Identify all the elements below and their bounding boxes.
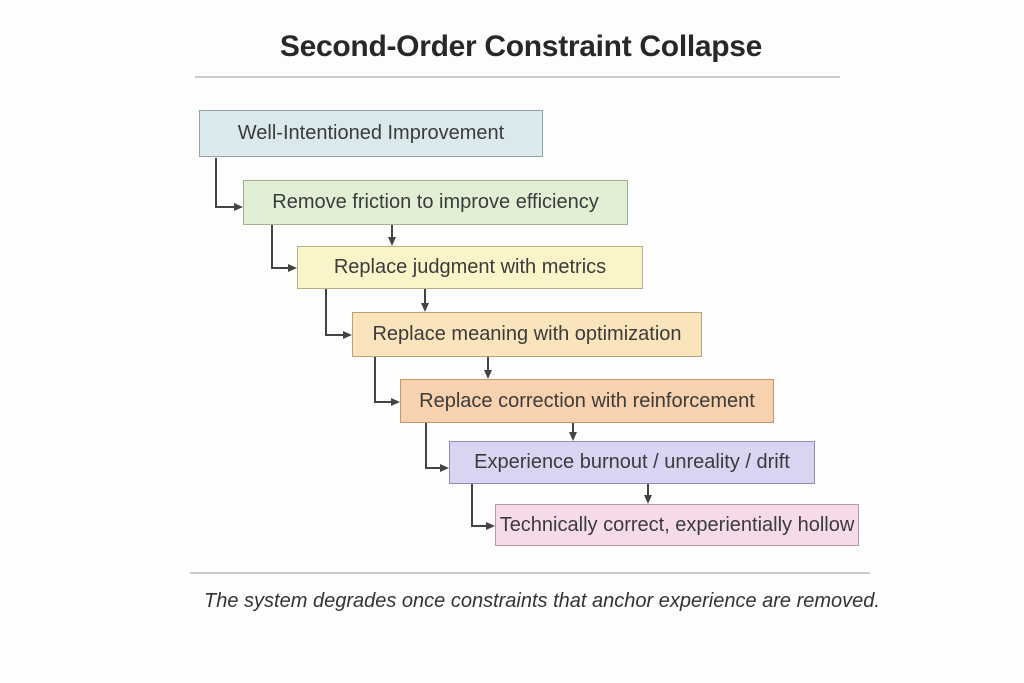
flow-step-technically-correct: Technically correct, experientially holl… — [495, 504, 859, 546]
arrow-step1-to-step2-elbow — [215, 158, 243, 211]
flow-step-label: Replace meaning with optimization — [372, 323, 682, 345]
flow-step-label: Replace correction with reinforcement — [419, 389, 755, 412]
arrow-step4-to-step5-elbow — [374, 357, 400, 406]
flow-step-experience-burnout: Experience burnout / unreality / drift — [449, 441, 815, 484]
flow-step-label: Experience burnout / unreality / drift — [474, 451, 790, 473]
title-divider — [195, 76, 840, 78]
flow-step-label: Replace judgment with metrics — [333, 256, 607, 278]
flow-step-well-intentioned-improvement: Well-Intentioned Improvement — [199, 110, 543, 157]
flow-step-replace-judgment: Replace judgment with metrics — [297, 246, 643, 289]
flow-step-replace-correction: Replace correction with reinforcement — [400, 379, 774, 423]
flow-step-label: Technically correct, experientially holl… — [499, 513, 855, 536]
arrow-step5-to-step6-elbow — [425, 423, 449, 472]
page-title: Second-Order Constraint Collapse — [279, 30, 763, 63]
flow-step-label: Well-Intentioned Improvement — [237, 122, 505, 144]
arrow-step6-to-step7-elbow — [471, 484, 495, 530]
flow-step-remove-friction: Remove friction to improve efficiency — [243, 180, 628, 225]
arrow-step3-to-step4-elbow — [325, 289, 352, 339]
flow-step-label: Remove friction to improve efficiency — [272, 191, 599, 213]
arrow-step2-to-step3-elbow — [271, 225, 297, 272]
caption-divider — [190, 572, 870, 574]
caption-text: The system degrades once constraints tha… — [204, 590, 880, 612]
flow-step-replace-meaning: Replace meaning with optimization — [352, 312, 702, 357]
